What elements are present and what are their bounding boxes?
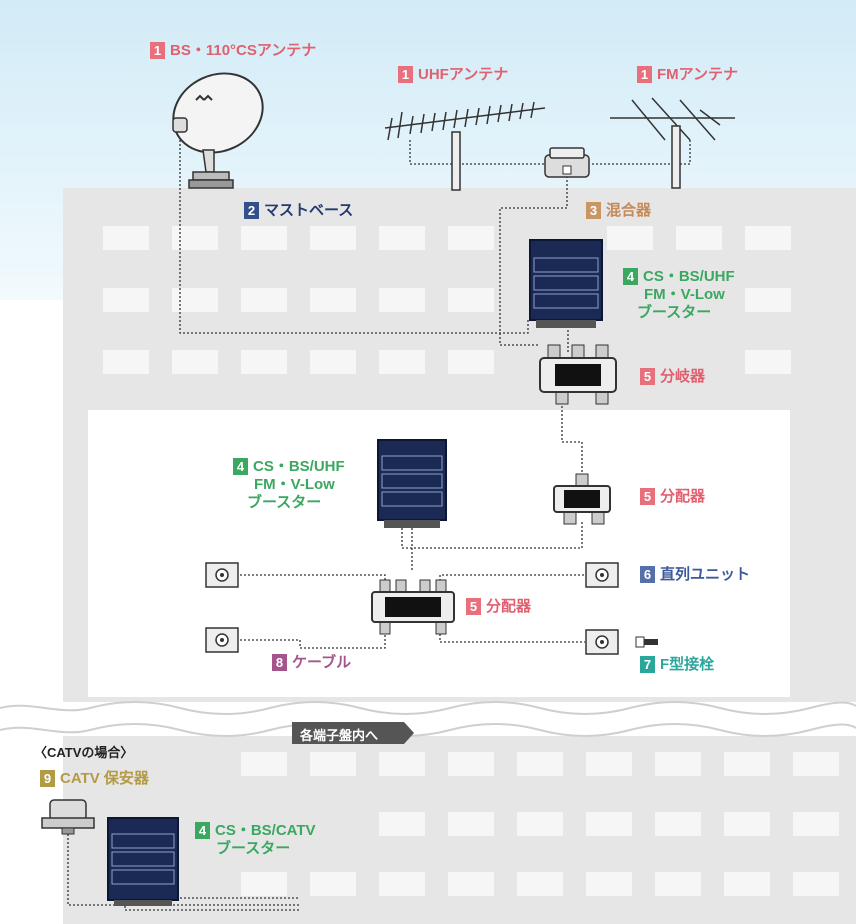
window — [448, 752, 494, 776]
break-wave-line — [0, 701, 856, 715]
outlet-upper-right — [585, 562, 619, 588]
window — [793, 872, 839, 896]
window — [724, 812, 770, 836]
window — [310, 226, 356, 250]
window — [103, 288, 149, 312]
f-connector-drawing — [635, 636, 658, 648]
bs-antenna-drawing — [172, 72, 264, 189]
window — [655, 872, 701, 896]
window — [448, 872, 494, 896]
window — [379, 350, 425, 374]
fm-antenna-drawing — [610, 97, 735, 189]
window — [793, 812, 839, 836]
window — [310, 872, 356, 896]
branch-drawing — [539, 344, 617, 405]
window — [517, 812, 563, 836]
window — [586, 752, 632, 776]
window — [607, 226, 653, 250]
cable-bs-to-booster — [179, 140, 529, 334]
window — [379, 812, 425, 836]
window — [586, 812, 632, 836]
window — [103, 350, 149, 374]
window — [655, 752, 701, 776]
cable-catv-protector — [67, 830, 300, 906]
window — [517, 872, 563, 896]
window — [745, 288, 791, 312]
floor-break — [0, 702, 856, 736]
outlet-upper-left — [205, 562, 239, 588]
window — [793, 752, 839, 776]
window — [379, 288, 425, 312]
window — [379, 752, 425, 776]
window — [241, 226, 287, 250]
window — [241, 752, 287, 776]
window — [103, 226, 149, 250]
window — [724, 872, 770, 896]
cable-splitter-to-outlet-lr — [439, 630, 585, 643]
window — [724, 752, 770, 776]
window — [241, 350, 287, 374]
cable-splitter-to-outlet-ll — [240, 630, 386, 649]
window — [517, 752, 563, 776]
cable-branch-to-splitter — [561, 402, 583, 476]
label-catv-case: 〈CATVの場合〉 — [34, 745, 134, 760]
outlet-lower-left — [205, 627, 239, 653]
cable-fm-to-mixer — [590, 140, 691, 165]
uhf-antenna-drawing — [384, 101, 546, 191]
catv-protector-drawing — [41, 799, 95, 835]
window — [586, 872, 632, 896]
cable-splitter-to-outlet-ur — [439, 574, 585, 585]
cable-catv-booster — [124, 902, 300, 911]
window — [241, 872, 287, 896]
splitter-low-drawing — [371, 579, 455, 635]
window — [448, 812, 494, 836]
window — [745, 226, 791, 250]
break-wave-line — [0, 723, 856, 737]
cable-booster-mid-to-splitter — [401, 522, 583, 549]
outlet-lower-right — [585, 629, 619, 655]
window — [310, 288, 356, 312]
window — [655, 812, 701, 836]
window — [448, 226, 494, 250]
window — [379, 872, 425, 896]
window — [379, 226, 425, 250]
to-terminals-label: 各端子盤内へ — [300, 728, 379, 743]
booster-catv-drawing — [107, 817, 179, 906]
window — [310, 752, 356, 776]
booster-mid-drawing — [377, 439, 447, 528]
window — [676, 226, 722, 250]
window — [448, 350, 494, 374]
booster-top-drawing — [529, 239, 603, 328]
window — [241, 288, 287, 312]
splitter-mid-drawing — [553, 473, 611, 525]
window — [448, 288, 494, 312]
window — [172, 350, 218, 374]
window — [745, 350, 791, 374]
window — [310, 350, 356, 374]
cable-splitter-to-outlet-ul — [240, 574, 386, 585]
mixer-drawing — [544, 147, 590, 178]
to-terminals-arrow — [292, 722, 414, 744]
cable-mixer-to-booster — [499, 176, 568, 346]
cable-uhf-to-mixer — [409, 140, 545, 165]
cable-catv-booster-2 — [159, 897, 300, 902]
